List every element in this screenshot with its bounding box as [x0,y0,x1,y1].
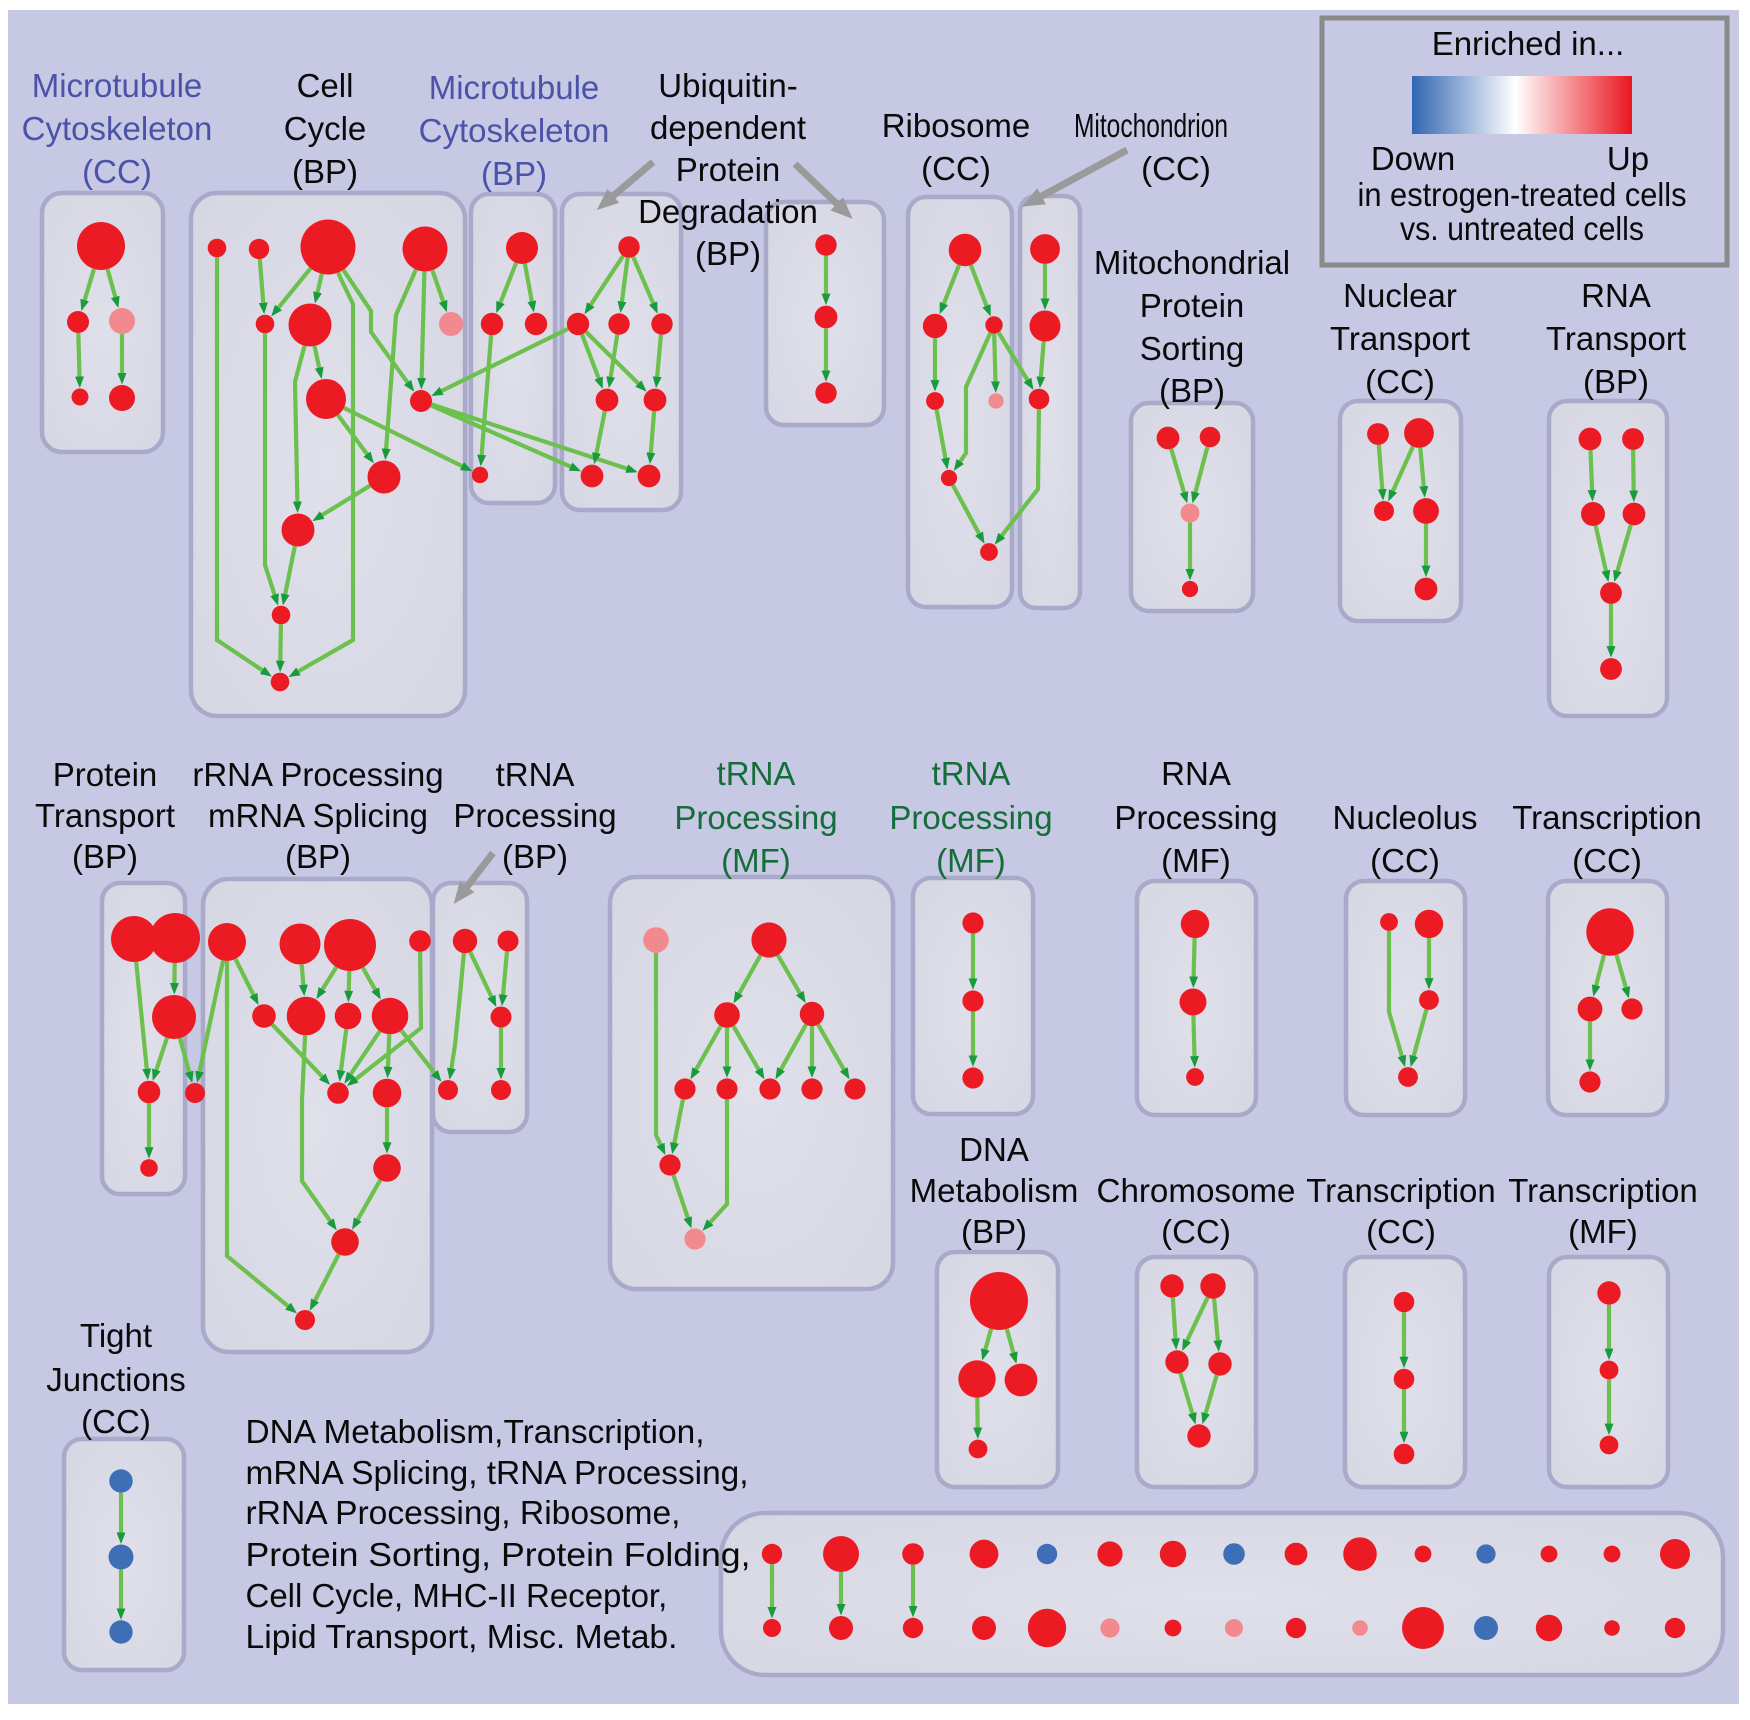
svg-text:DNA: DNA [959,1131,1029,1168]
svg-text:Metabolism: Metabolism [910,1172,1079,1209]
svg-text:(BP): (BP) [502,838,568,875]
svg-text:Protein Sorting, Protein Foldi: Protein Sorting, Protein Folding, [246,1536,751,1573]
svg-text:Transport: Transport [35,797,175,834]
svg-text:Nucleolus: Nucleolus [1333,799,1478,836]
svg-text:(CC): (CC) [82,153,152,190]
svg-text:Nuclear: Nuclear [1343,277,1457,314]
svg-text:(CC): (CC) [81,1403,151,1440]
svg-text:Transcription: Transcription [1512,799,1702,836]
svg-text:(CC): (CC) [1370,842,1440,879]
svg-text:(BP): (BP) [72,838,138,875]
svg-text:(BP): (BP) [481,155,547,192]
svg-text:mRNA Splicing: mRNA Splicing [208,797,428,834]
svg-text:Transcription: Transcription [1508,1172,1698,1209]
svg-text:Junctions: Junctions [46,1361,185,1398]
svg-text:rRNA Processing: rRNA Processing [192,756,443,793]
svg-text:(CC): (CC) [1365,363,1435,400]
svg-text:Protein: Protein [53,756,158,793]
svg-text:Ribosome: Ribosome [882,107,1031,144]
svg-text:Cell: Cell [297,67,354,104]
svg-text:tRNA: tRNA [717,755,796,792]
svg-text:DNA Metabolism,Transcription,: DNA Metabolism,Transcription, [246,1413,705,1450]
svg-text:(CC): (CC) [1141,150,1211,187]
svg-text:(MF): (MF) [1568,1213,1638,1250]
svg-text:(MF): (MF) [721,842,791,879]
svg-text:tRNA: tRNA [496,756,575,793]
svg-text:Processing: Processing [1114,799,1277,836]
svg-text:Cycle: Cycle [284,110,367,147]
svg-text:Sorting: Sorting [1140,330,1245,367]
svg-text:Tight: Tight [80,1317,152,1354]
svg-text:Microtubule: Microtubule [429,69,600,106]
svg-text:Enriched in...: Enriched in... [1432,25,1625,62]
svg-text:(BP): (BP) [961,1213,1027,1250]
svg-text:RNA: RNA [1161,755,1231,792]
svg-text:(MF): (MF) [936,842,1006,879]
svg-text:rRNA Processing, Ribosome,: rRNA Processing, Ribosome, [246,1494,681,1531]
svg-text:Down: Down [1371,140,1455,177]
svg-text:Cell Cycle, MHC-II Receptor,: Cell Cycle, MHC-II Receptor, [246,1577,668,1614]
svg-text:Cytoskeleton: Cytoskeleton [22,110,213,147]
svg-text:mRNA Splicing, tRNA Processing: mRNA Splicing, tRNA Processing, [246,1454,749,1491]
svg-text:Mitochondrion: Mitochondrion [1074,107,1228,144]
svg-text:in estrogen-treated cells: in estrogen-treated cells [1358,176,1687,213]
svg-text:Protein: Protein [676,151,781,188]
svg-text:(BP): (BP) [285,838,351,875]
svg-text:Processing: Processing [453,797,616,834]
svg-text:(MF): (MF) [1161,842,1231,879]
svg-text:(BP): (BP) [1583,363,1649,400]
svg-text:Ubiquitin-: Ubiquitin- [658,67,797,104]
svg-text:(BP): (BP) [1159,372,1225,409]
svg-text:vs. untreated cells: vs. untreated cells [1400,210,1644,247]
svg-text:(BP): (BP) [292,153,358,190]
svg-text:Processing: Processing [674,799,837,836]
svg-text:Degradation: Degradation [638,193,818,230]
svg-text:Protein: Protein [1140,287,1245,324]
svg-text:dependent: dependent [650,109,806,146]
svg-text:(CC): (CC) [1572,842,1642,879]
svg-text:Processing: Processing [889,799,1052,836]
svg-text:Cytoskeleton: Cytoskeleton [419,112,610,149]
svg-text:Transcription: Transcription [1306,1172,1496,1209]
svg-text:Transport: Transport [1330,320,1470,357]
svg-text:(CC): (CC) [921,150,991,187]
svg-text:Transport: Transport [1546,320,1686,357]
svg-text:Chromosome: Chromosome [1097,1172,1296,1209]
svg-text:tRNA: tRNA [932,755,1011,792]
svg-text:(CC): (CC) [1366,1213,1436,1250]
svg-text:(CC): (CC) [1161,1213,1231,1250]
svg-text:Up: Up [1607,140,1649,177]
svg-text:(BP): (BP) [695,235,761,272]
svg-text:Mitochondrial: Mitochondrial [1094,244,1290,281]
svg-text:Microtubule: Microtubule [32,67,203,104]
svg-text:Lipid Transport, Misc. Metab.: Lipid Transport, Misc. Metab. [246,1618,678,1655]
svg-text:RNA: RNA [1581,277,1651,314]
